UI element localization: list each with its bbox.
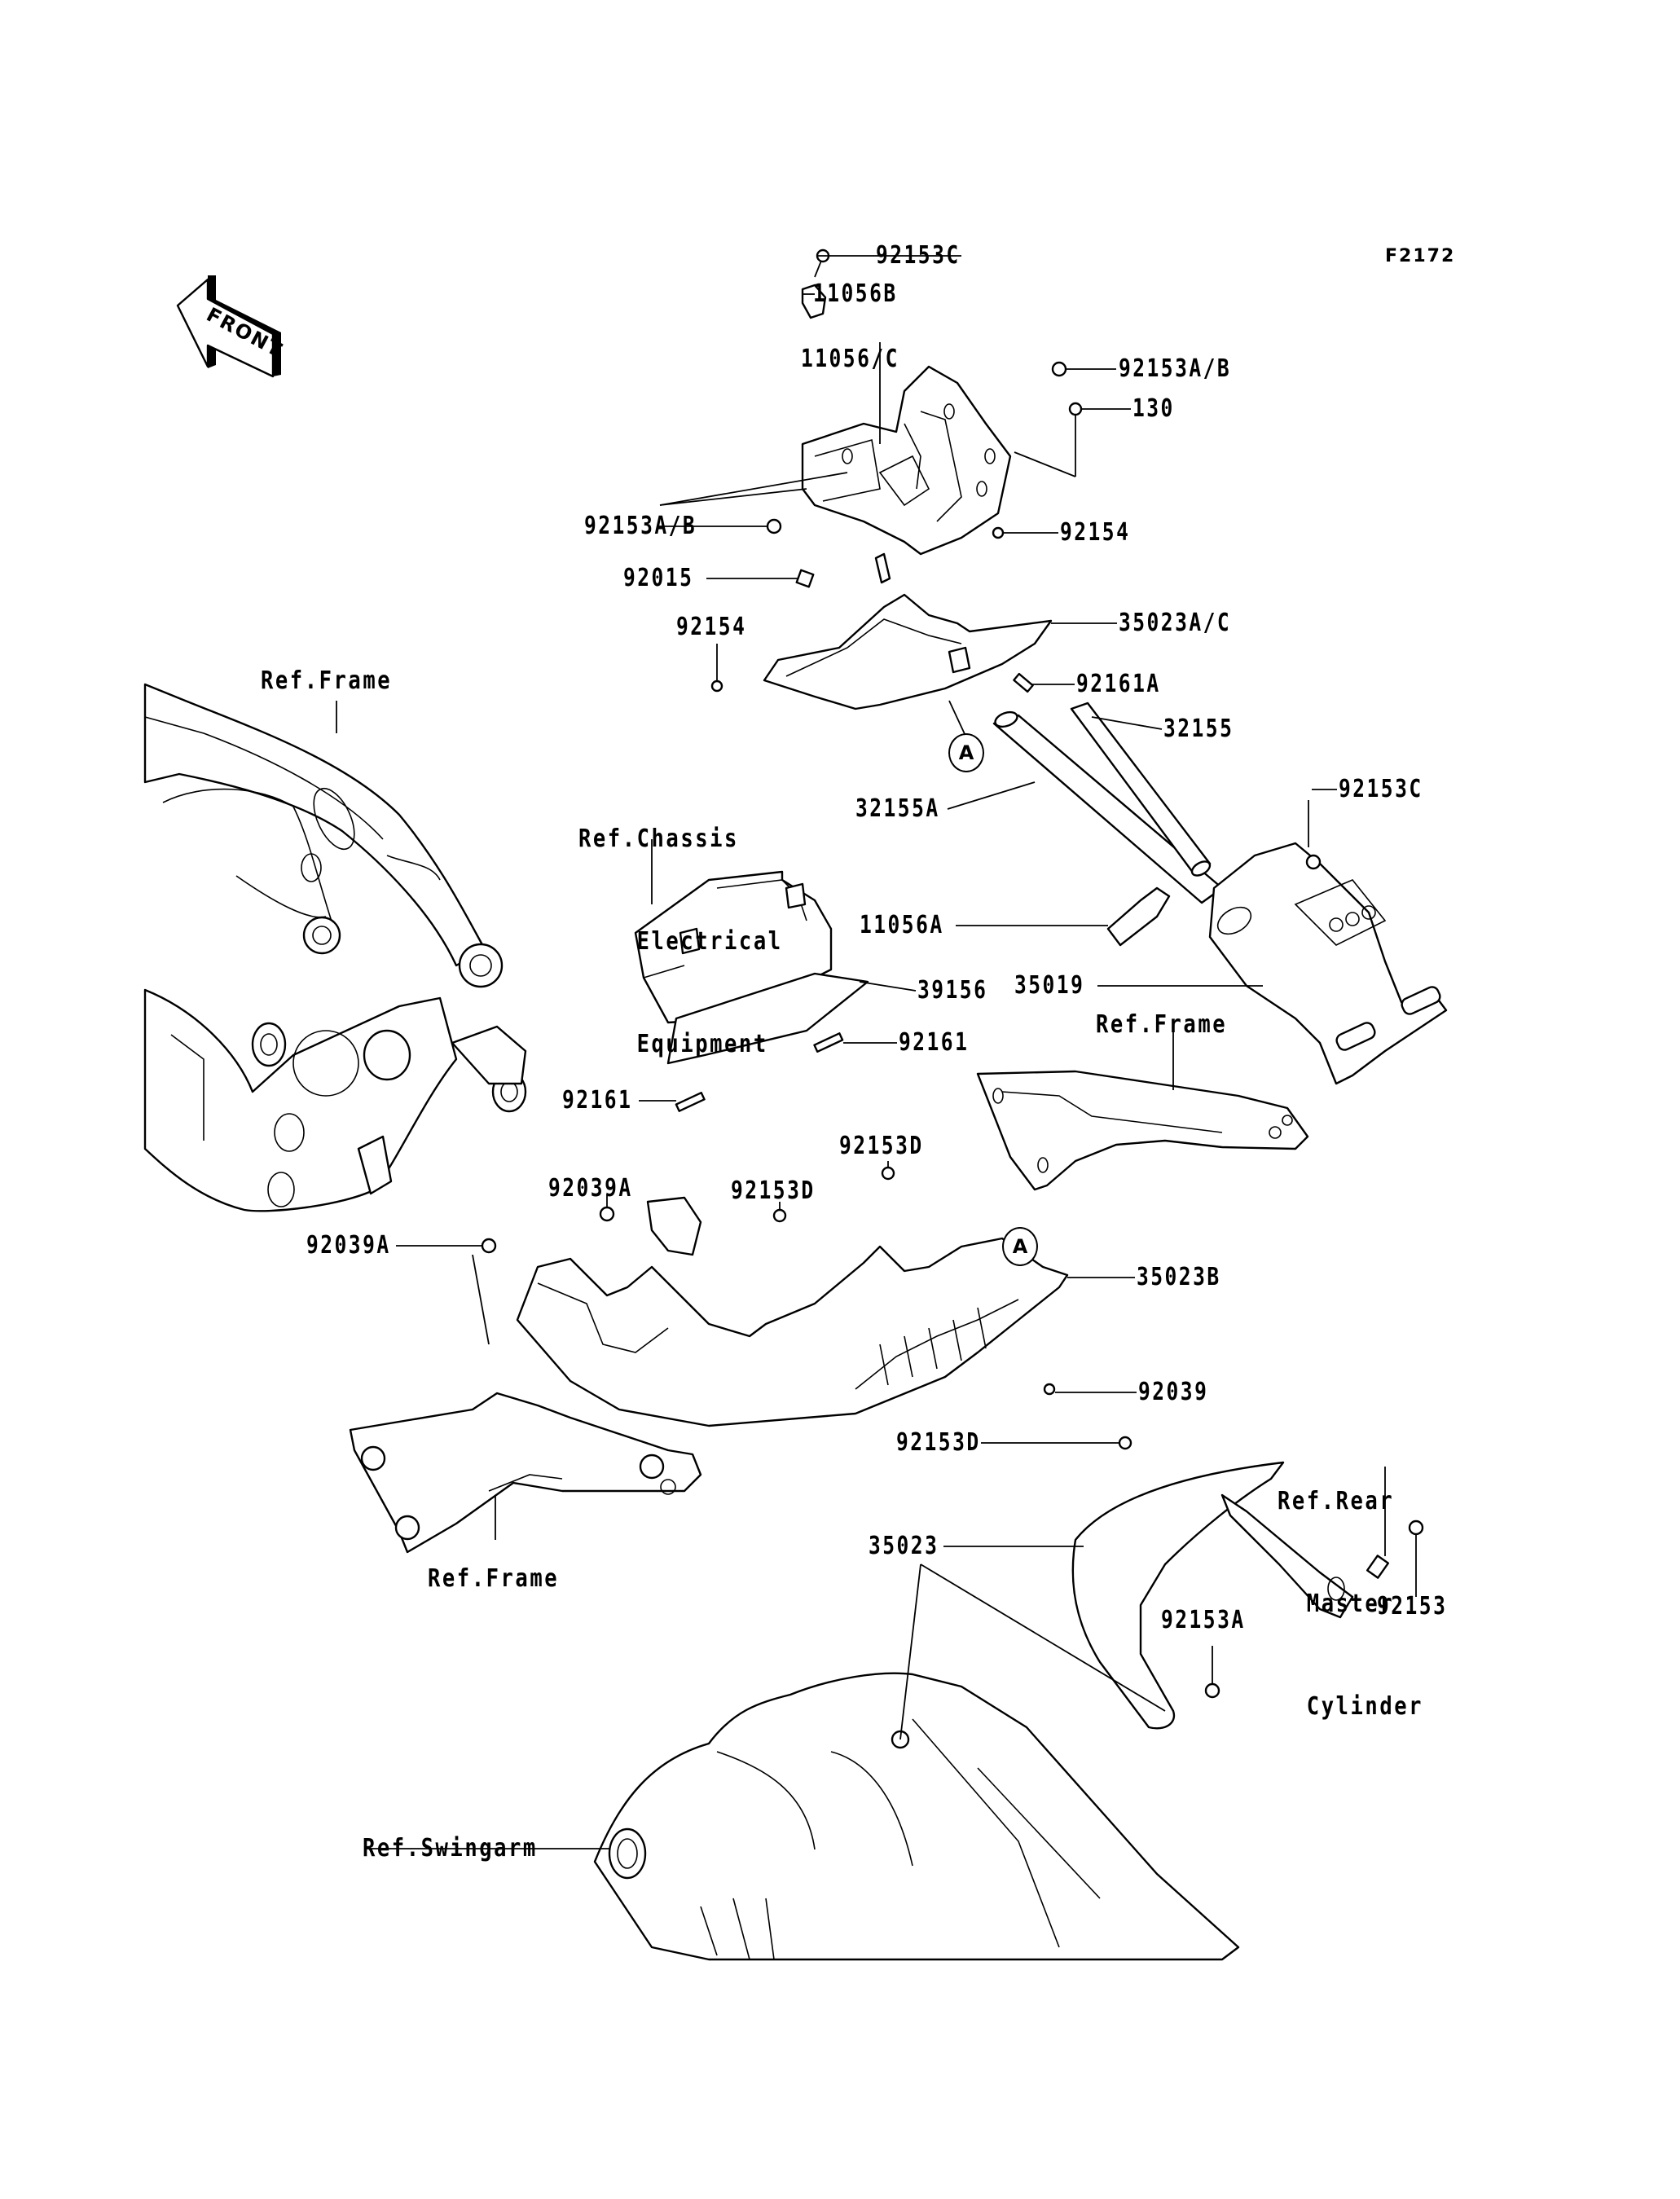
leader-lines	[336, 255, 1417, 1849]
label-92153d-lower: 92153D	[896, 1428, 981, 1457]
grommet-92039a-left	[481, 1238, 497, 1254]
ref-frame-top: Ref.Frame	[261, 666, 393, 695]
pad-92161-left	[675, 1091, 706, 1112]
frame-right	[976, 1070, 1309, 1191]
label-92153ab-right: 92153A/B	[1119, 354, 1232, 383]
tube-32155	[1070, 701, 1212, 877]
label-92039a-mid: 92039A	[548, 1174, 633, 1203]
label-11056b: 11056B	[813, 279, 898, 308]
label-32155: 32155	[1163, 715, 1234, 743]
label-92154-left: 92154	[676, 613, 747, 641]
screw-92153c-top	[814, 248, 830, 278]
screw-92153d-lower	[1118, 1436, 1132, 1450]
label-92161a: 92161A	[1076, 670, 1161, 698]
pad-92161-right	[813, 1032, 844, 1053]
clip-11056b	[801, 284, 827, 319]
frame-mid-left	[143, 988, 527, 1212]
label-92153d-mid: 92153D	[731, 1176, 816, 1205]
label-92153a: 92153A	[1161, 1606, 1246, 1634]
label-35023a-c: 35023A/C	[1119, 609, 1232, 637]
ref-chassis-line-1: Ref.Chassis	[578, 825, 739, 853]
label-35019: 35019	[1014, 971, 1085, 1000]
fender-35023	[1071, 1461, 1354, 1730]
seat-lock-assembly	[801, 365, 1012, 556]
label-92039: 92039	[1138, 1378, 1209, 1406]
screw-92153ab-right	[1051, 361, 1067, 377]
ref-rear-line-3: Cylinder	[1278, 1692, 1424, 1721]
grommet-92039a-mid	[599, 1206, 615, 1222]
ref-rear-master-cylinder: Ref.Rear Master Cylinder	[1278, 1416, 1423, 1758]
screw-92154-right	[992, 526, 1005, 539]
label-92015: 92015	[623, 564, 694, 592]
bolt-130	[1068, 402, 1083, 416]
screw-92153d-mid	[772, 1208, 787, 1223]
swingarm	[593, 1672, 1240, 1961]
label-11056a: 11056A	[860, 911, 944, 939]
ref-frame-right: Ref.Frame	[1096, 1010, 1228, 1039]
label-92153c-top: 92153C	[876, 241, 961, 270]
label-92154-right: 92154	[1060, 518, 1131, 547]
screw-92153d-upper	[881, 1166, 895, 1181]
label-130: 130	[1132, 394, 1175, 423]
label-92039a-left: 92039A	[306, 1231, 391, 1260]
ref-chassis-line-2: Electrical	[578, 927, 783, 956]
label-92153ab-left: 92153A/B	[584, 512, 697, 540]
label-32155a: 32155A	[855, 794, 940, 823]
label-11056-c: 11056/C	[801, 345, 899, 373]
pad-92161a	[1013, 672, 1034, 693]
label-92153: 92153	[1377, 1592, 1448, 1621]
rear-master-cylinder-bolt	[1366, 1555, 1390, 1579]
ref-rear-line-2: Master	[1278, 1590, 1395, 1618]
label-35023: 35023	[869, 1532, 939, 1560]
ref-chassis-line-3: Equipment	[578, 1030, 768, 1058]
screw-92039	[1043, 1383, 1056, 1396]
label-92161-left: 92161	[562, 1086, 633, 1115]
front-arrow-icon	[176, 275, 281, 378]
frame-lower-left	[349, 1392, 702, 1554]
label-35023b: 35023B	[1137, 1263, 1221, 1291]
cover-lower-assembly	[516, 1196, 1069, 1427]
bracket-35019	[1208, 842, 1448, 1085]
ref-frame-bottom: Ref.Frame	[428, 1564, 560, 1593]
screw-92154-left	[710, 679, 723, 693]
sheet-39156	[666, 972, 869, 1065]
frame-upper-left	[143, 683, 504, 988]
ref-swingarm: Ref.Swingarm	[363, 1834, 538, 1863]
marker-a-upper: A	[948, 733, 984, 772]
clip-11056a	[1106, 886, 1171, 947]
marker-a-lower: A	[1002, 1227, 1038, 1266]
label-39156: 39156	[917, 976, 988, 1005]
screw-92153ab-left	[766, 518, 782, 534]
label-92153d-upper: 92153D	[839, 1132, 924, 1160]
figure-id: F2172	[1385, 246, 1456, 266]
nut-92015	[795, 569, 815, 588]
label-92153c-right: 92153C	[1339, 775, 1423, 803]
label-92161-right: 92161	[899, 1028, 970, 1057]
grommet-92153a	[1204, 1682, 1220, 1699]
ref-chassis-electrical: Ref.Chassis Electrical Equipment	[578, 754, 783, 1096]
ref-rear-line-1: Ref.Rear	[1278, 1487, 1395, 1515]
tray-35023a-c	[763, 552, 1053, 710]
